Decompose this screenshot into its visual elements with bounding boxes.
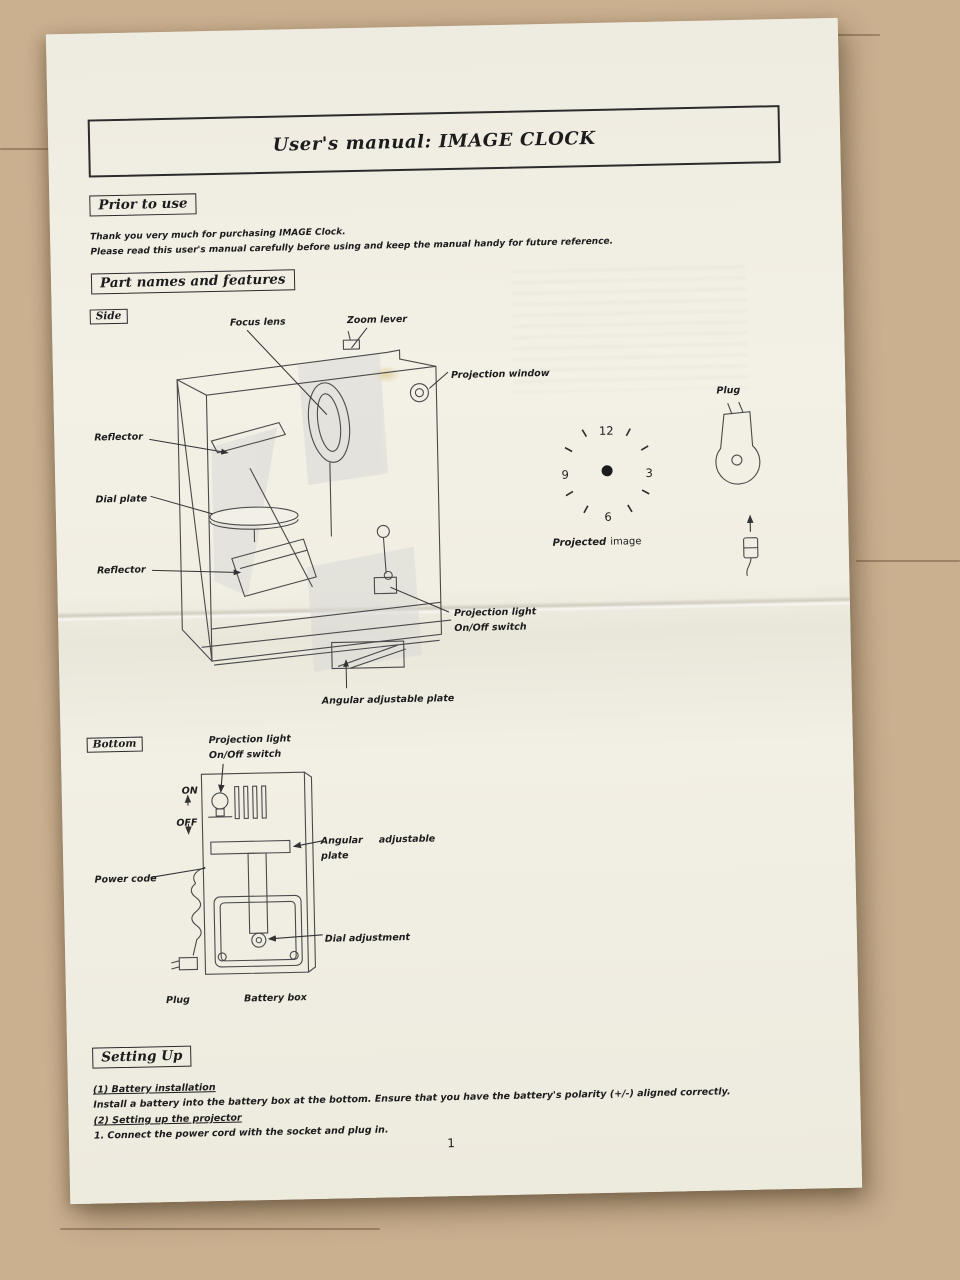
label-projection-window: Projection window bbox=[450, 367, 550, 382]
floor-plank-seam bbox=[0, 148, 60, 150]
label-bottom-angular-plate: Angular adjustable plate bbox=[321, 832, 436, 864]
label-angular-line2: plate bbox=[320, 849, 349, 862]
zoom-lever-drawing bbox=[343, 331, 359, 349]
heading-prior-to-use: Prior to use bbox=[89, 193, 197, 217]
label-off: OFF bbox=[176, 817, 198, 829]
clock-numeral-6: 6 bbox=[604, 510, 612, 524]
label-plug-side: Plug bbox=[716, 384, 741, 397]
projected-clock-drawing: 12 3 6 9 bbox=[561, 424, 653, 524]
plug-detail bbox=[732, 455, 742, 465]
plug-drawing bbox=[702, 401, 798, 581]
clock-numeral-9: 9 bbox=[561, 468, 569, 482]
dial-plate-drawing bbox=[210, 506, 299, 543]
floor-plank-seam bbox=[856, 560, 960, 562]
heading-prior-to-use-text: Prior to use bbox=[98, 195, 188, 214]
plug-cord bbox=[747, 558, 752, 576]
prior-text-line1: Thank you very much for purchasing IMAGE… bbox=[89, 227, 346, 243]
manual-title: User's manual: IMAGE CLOCK bbox=[87, 105, 781, 178]
clock-numeral-3: 3 bbox=[645, 466, 653, 480]
plug-prong bbox=[739, 402, 743, 412]
projection-light-drawing bbox=[373, 525, 396, 593]
clock-numerals: 12 3 6 9 bbox=[561, 424, 653, 524]
label-plug-bottom: Plug bbox=[165, 994, 191, 1007]
reflector-bottom-drawing bbox=[230, 467, 317, 597]
label-angular-line1: Angular adjustable bbox=[321, 832, 436, 849]
angular-bracket bbox=[211, 840, 292, 948]
setup-item1-title: (1) Battery installation bbox=[92, 1082, 216, 1096]
label-dial-plate: Dial plate bbox=[95, 493, 148, 506]
heading-part-names: Part names and features bbox=[90, 269, 295, 295]
plug-body bbox=[715, 412, 760, 485]
focus-lens-drawing bbox=[303, 380, 356, 537]
label-projection-light-switch: Projection light On/Off switch bbox=[454, 605, 537, 636]
heading-setting-up-text: Setting Up bbox=[101, 1047, 183, 1066]
label-angular-word1: Angular bbox=[320, 834, 363, 847]
side-tag-text: Side bbox=[95, 309, 122, 323]
floor-plank-seam bbox=[60, 1228, 380, 1230]
caption-projected: Projected bbox=[552, 536, 607, 549]
bottom-view-diagram bbox=[141, 755, 414, 1013]
page-number: 1 bbox=[447, 1136, 456, 1151]
label-reflector-bottom: Reflector bbox=[96, 564, 146, 577]
label-bottom-projection-light-line1: Projection light bbox=[208, 733, 291, 747]
label-focus-lens: Focus lens bbox=[229, 316, 286, 329]
clock-ticks bbox=[565, 428, 650, 513]
label-battery-box: Battery box bbox=[243, 992, 308, 1005]
setup-item2-text: 1. Connect the power cord with the socke… bbox=[93, 1124, 389, 1142]
bottom-panel bbox=[201, 772, 315, 974]
label-power-code: Power code bbox=[94, 873, 157, 886]
switch-knob bbox=[208, 793, 232, 817]
power-cord-drawing bbox=[169, 867, 207, 970]
heading-setting-up: Setting Up bbox=[92, 1045, 192, 1069]
bottom-leader-lines bbox=[148, 762, 325, 942]
side-tag: Side bbox=[89, 308, 128, 325]
caption-image: image bbox=[610, 536, 642, 548]
label-projection-light-line2: On/Off switch bbox=[454, 621, 527, 634]
manual-page: User's manual: IMAGE CLOCK Prior to use … bbox=[45, 17, 863, 1205]
projector-body bbox=[177, 349, 452, 666]
side-view-diagram bbox=[147, 322, 555, 712]
clock-center-dot bbox=[601, 465, 613, 477]
clock-numeral-12: 12 bbox=[599, 424, 614, 438]
leader-lines bbox=[147, 326, 454, 692]
on-off-arrows bbox=[184, 794, 192, 835]
label-projection-light-line1: Projection light bbox=[453, 606, 537, 619]
bottom-tag-text: Bottom bbox=[92, 737, 137, 751]
label-reflector-top: Reflector bbox=[94, 431, 143, 444]
label-dial-adjustment: Dial adjustment bbox=[324, 931, 411, 945]
label-on: ON bbox=[181, 785, 198, 797]
bottom-tag: Bottom bbox=[86, 736, 143, 753]
heading-part-names-text: Part names and features bbox=[99, 271, 286, 292]
label-zoom-lever: Zoom lever bbox=[346, 313, 408, 327]
label-angular-word2: adjustable bbox=[378, 833, 436, 846]
battery-box-drawing bbox=[214, 895, 302, 967]
label-angular-adjustable-plate: Angular adjustable plate bbox=[321, 693, 455, 707]
vent-slots bbox=[235, 786, 267, 819]
manual-title-text: User's manual: IMAGE CLOCK bbox=[272, 127, 596, 156]
setup-item2-title: (2) Setting up the projector bbox=[93, 1112, 242, 1127]
reflector-top-drawing bbox=[211, 422, 286, 453]
plug-prong bbox=[728, 403, 732, 414]
projection-window-drawing bbox=[410, 383, 428, 401]
